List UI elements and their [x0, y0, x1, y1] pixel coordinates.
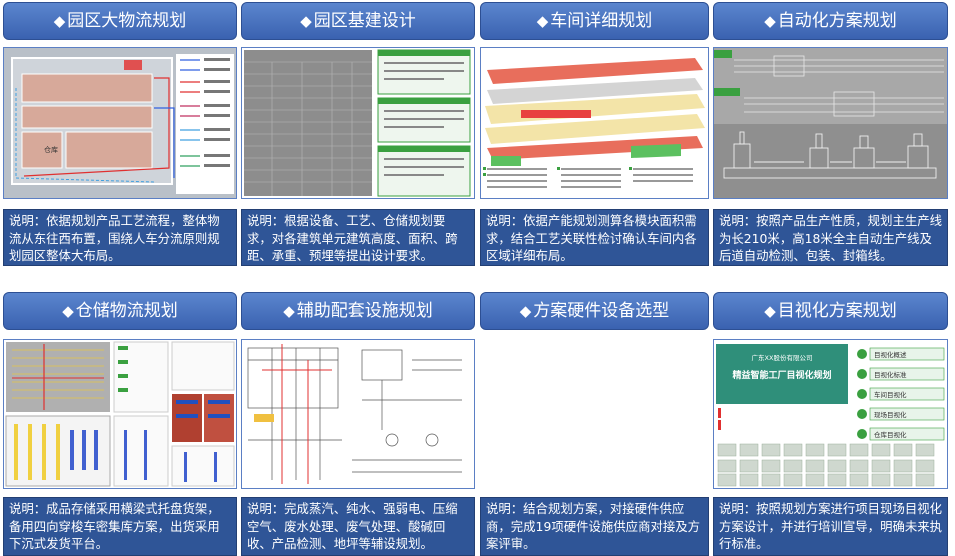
warehouse-layout-image: [3, 339, 237, 489]
card-description: 说明：根据设备、工艺、仓储规划要求，对各建筑单元建筑高度、面积、跨距、承重、预埋…: [241, 209, 475, 266]
card-header: ◆仓储物流规划: [3, 292, 237, 330]
card-description: 说明：成品存储采用横梁式托盘货架，备用四向穿梭车密集库方案，出货采用下沉式发货平…: [3, 497, 237, 556]
diamond-bullet-icon: ◆: [300, 12, 312, 30]
diamond-bullet-icon: ◆: [283, 302, 295, 320]
svg-text:目视化标准: 目视化标准: [874, 370, 907, 379]
svg-text:现场目视化: 现场目视化: [874, 410, 907, 419]
card-description: 说明：按照产品生产性质，规划主生产线为长210米，高18米全主自动生产线及后道自…: [713, 209, 948, 266]
automation-line-image: [713, 47, 948, 199]
card-hardware-selection: ◆方案硬件设备选型 说明：结合规划方案，对接硬件供应商，完成19项硬件设施供应商…: [480, 292, 709, 556]
card-description: 说明：完成蒸汽、纯水、强弱电、压缩空气、废水处理、废气处理、酸碱回收、产品检测、…: [241, 497, 475, 556]
card-description: 说明：依据产能规划测算各模块面积需求，结合工艺关联性检讨确认车间内各区域详细布局…: [480, 209, 709, 266]
card-workshop-layout: ◆车间详细规划 说明：依据产能规划测算各模块面积需求，结合工艺关联性检讨确认车间…: [480, 2, 709, 266]
card-campus-logistics: ◆园区大物流规划 仓库: [3, 2, 237, 266]
diamond-bullet-icon: ◆: [764, 12, 776, 30]
campus-layout-image: 仓库: [3, 47, 237, 199]
card-description: 说明：依据规划产品工艺流程，整体物流从东往西布置，围绕人车分流原则规划园区整体大…: [3, 209, 237, 266]
card-header: ◆方案硬件设备选型: [480, 292, 709, 330]
diamond-bullet-icon: ◆: [536, 12, 549, 30]
card-header: ◆车间详细规划: [480, 2, 709, 40]
diamond-bullet-icon: ◆: [764, 302, 776, 320]
card-warehouse-logistics: ◆仓储物流规划 说明：成品存储采用横梁式托盘货架，备用四向穿梭车密集库方案，: [3, 292, 237, 556]
card-header: ◆目视化方案规划: [713, 292, 948, 330]
svg-text:仓库目视化: 仓库目视化: [874, 430, 907, 439]
svg-text:精益智能工厂目视化规划: 精益智能工厂目视化规划: [732, 369, 831, 381]
card-auxiliary-facilities: ◆辅助配套设施规划 说明：完成蒸汽、纯水、强弱电、压缩空气、废水处理、废气处理、…: [241, 292, 475, 556]
hardware-image-placeholder: [480, 339, 709, 489]
svg-text:仓库: 仓库: [44, 145, 58, 154]
card-visual-management: ◆目视化方案规划 广东XX股份有限公司 精益智能工厂目视化规划 目视化概述 目视…: [713, 292, 948, 556]
diamond-bullet-icon: ◆: [62, 302, 74, 320]
card-infrastructure-design: ◆园区基建设计 说明：根据设备、工艺、仓储规划要求，: [241, 2, 475, 266]
card-description: 说明：结合规划方案，对接硬件供应商，完成19项硬件设施供应商对接及方案评审。: [480, 497, 709, 556]
auxiliary-schematic-image: [241, 339, 475, 489]
workshop-layout-image: [480, 47, 709, 199]
card-header: ◆园区大物流规划: [3, 2, 237, 40]
card-header: ◆园区基建设计: [241, 2, 475, 40]
infrastructure-table-image: [241, 47, 475, 199]
svg-text:车间目视化: 车间目视化: [874, 390, 907, 399]
card-automation-plan: ◆自动化方案规划 说明：按照产品生产性质，规划主生产线为长210米，高18米全主…: [713, 2, 948, 266]
card-description: 说明：按照规划方案进行项目现场目视化方案设计，并进行培训宣导，明确未来执行标准。: [713, 497, 948, 556]
card-header: ◆辅助配套设施规划: [241, 292, 475, 330]
visual-plan-document-image: 广东XX股份有限公司 精益智能工厂目视化规划 目视化概述 目视化标准 车间目视化…: [713, 339, 948, 489]
svg-text:广东XX股份有限公司: 广东XX股份有限公司: [752, 353, 813, 362]
diamond-bullet-icon: ◆: [53, 12, 66, 30]
diamond-bullet-icon: ◆: [519, 302, 532, 320]
svg-text:目视化概述: 目视化概述: [874, 350, 907, 359]
card-header: ◆自动化方案规划: [713, 2, 948, 40]
